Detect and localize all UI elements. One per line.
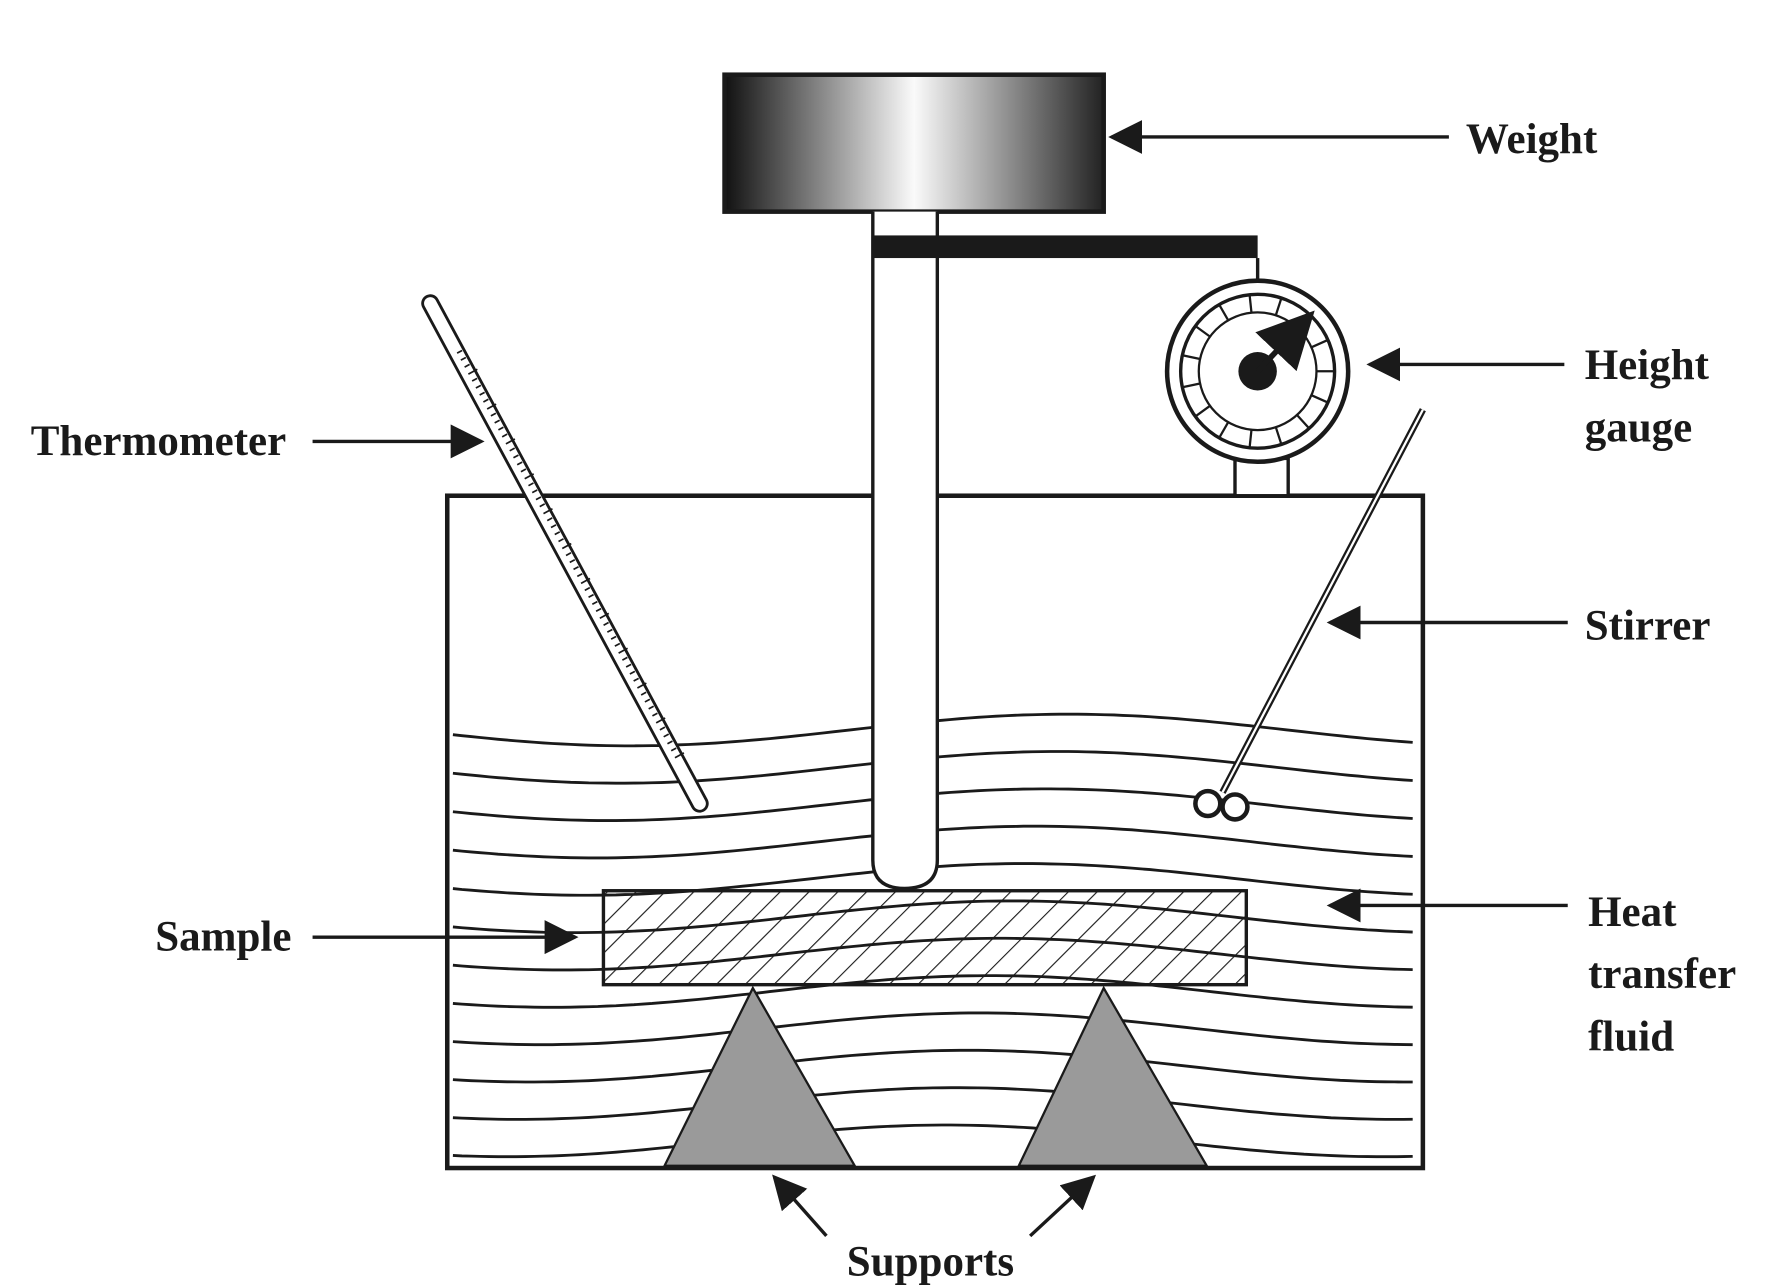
support-right [1017, 985, 1209, 1167]
thermometer-tick [618, 647, 628, 654]
thermometer-tick [543, 508, 553, 515]
gauge-tick [1182, 382, 1201, 389]
thermometer-tick [467, 368, 478, 375]
gauge-tick [1182, 354, 1201, 361]
supports-label: Supports [847, 1239, 1014, 1286]
thermometer-tick [456, 349, 463, 354]
gauge-tick [1296, 414, 1310, 430]
thermometer-tick [595, 607, 602, 612]
sample-bar [601, 889, 1249, 987]
heat-fluid-label-line3: fluid [1588, 1013, 1674, 1060]
thermometer-tick [663, 733, 670, 738]
thermometer-tick [498, 426, 504, 431]
weight-block [722, 72, 1106, 214]
thermometer-tick [490, 412, 497, 417]
height-gauge-label-line2: gauge [1585, 404, 1693, 451]
gauge-tick [1218, 421, 1230, 439]
gauge-tick [1194, 325, 1211, 338]
thermometer-tick [636, 682, 647, 689]
thermometer-tick [558, 538, 564, 543]
thermometer-tick [464, 363, 471, 368]
thermometer-tick [670, 747, 677, 752]
thermometer-tick [531, 489, 538, 494]
thermometer-tick [513, 454, 519, 459]
thermometer-tick [573, 565, 579, 571]
thermometer-tick [640, 691, 647, 696]
gauge-tick [1218, 304, 1230, 321]
thermometer-tick [659, 726, 666, 731]
thermometer-tick [606, 628, 613, 633]
thermometer-tick [550, 524, 557, 529]
thermometer-tick [644, 698, 651, 703]
fluid-wave-line [452, 1048, 1413, 1084]
thermometer [421, 294, 709, 813]
thermometer-tick [599, 612, 610, 619]
thermometer-tick [520, 468, 527, 473]
gauge-tick [1248, 294, 1253, 313]
load-rod [871, 211, 940, 891]
thermometer-tick [565, 552, 572, 557]
thermometer-tick [674, 752, 685, 759]
thermometer-tick [629, 670, 636, 675]
stirrer-label: Stirrer [1585, 602, 1711, 649]
thermometer-tick [479, 391, 486, 396]
thermometer-tick [460, 356, 467, 361]
heat-fluid-label-line1: Heat [1588, 889, 1677, 936]
thermometer-tick [516, 461, 523, 466]
thermometer-tick [580, 577, 591, 585]
thermometer-tick [524, 473, 535, 480]
height-gauge-label-line1: Height [1585, 342, 1710, 389]
thermometer-tick [584, 586, 591, 592]
thermometer-tick [546, 517, 553, 522]
gauge-tick [1248, 429, 1253, 448]
thermometer-tick [625, 663, 632, 668]
support-left [662, 985, 857, 1167]
thermometer-tick [603, 621, 609, 626]
thermometer-tick [652, 712, 658, 717]
thermometer-tick [591, 600, 598, 606]
stirrer [1193, 408, 1426, 822]
gauge-tick [1310, 394, 1329, 404]
thermometer-tick [494, 419, 501, 424]
thermometer-tick [528, 482, 534, 487]
thermometer-tick [535, 496, 542, 501]
thermometer-tick [576, 572, 583, 578]
thermometer-tick [610, 635, 617, 640]
thermometer-tick [501, 433, 508, 438]
thermometer-tick [561, 542, 572, 550]
thermometer-tick [482, 398, 489, 403]
heat-fluid-label-line2: transfer [1588, 951, 1736, 998]
supports-arrow-left [772, 1174, 828, 1238]
thermometer-label: Thermometer [31, 418, 286, 465]
thermometer-tick [655, 717, 666, 724]
supports-arrow-right [1028, 1174, 1097, 1238]
thermometer-tick [486, 403, 497, 410]
weight-label: Weight [1466, 116, 1598, 163]
thermometer-tick [509, 447, 516, 452]
thermometer-tick [648, 705, 655, 710]
fluid-wave-line [452, 1011, 1413, 1047]
thermometer-tick [569, 558, 576, 564]
gauge-tick [1274, 426, 1283, 445]
thermometer-tick [554, 531, 561, 536]
thermometer-tick [471, 377, 478, 382]
gauge-tick [1194, 404, 1211, 418]
fluid-wave-line [452, 1086, 1413, 1121]
thermometer-tick [539, 503, 546, 508]
thermometer-tick [621, 656, 628, 661]
thermometer-tick [475, 384, 482, 389]
thermometer-tick [667, 740, 673, 745]
thermometer-tick [633, 677, 640, 682]
thermometer-tick [614, 642, 621, 647]
sample-label: Sample [155, 914, 291, 961]
height-gauge [1164, 278, 1351, 498]
thermometer-tick [588, 593, 594, 599]
thermometer-tick [505, 438, 516, 445]
fluid-wave-line [452, 1123, 1413, 1159]
gauge-arm [872, 235, 1258, 259]
